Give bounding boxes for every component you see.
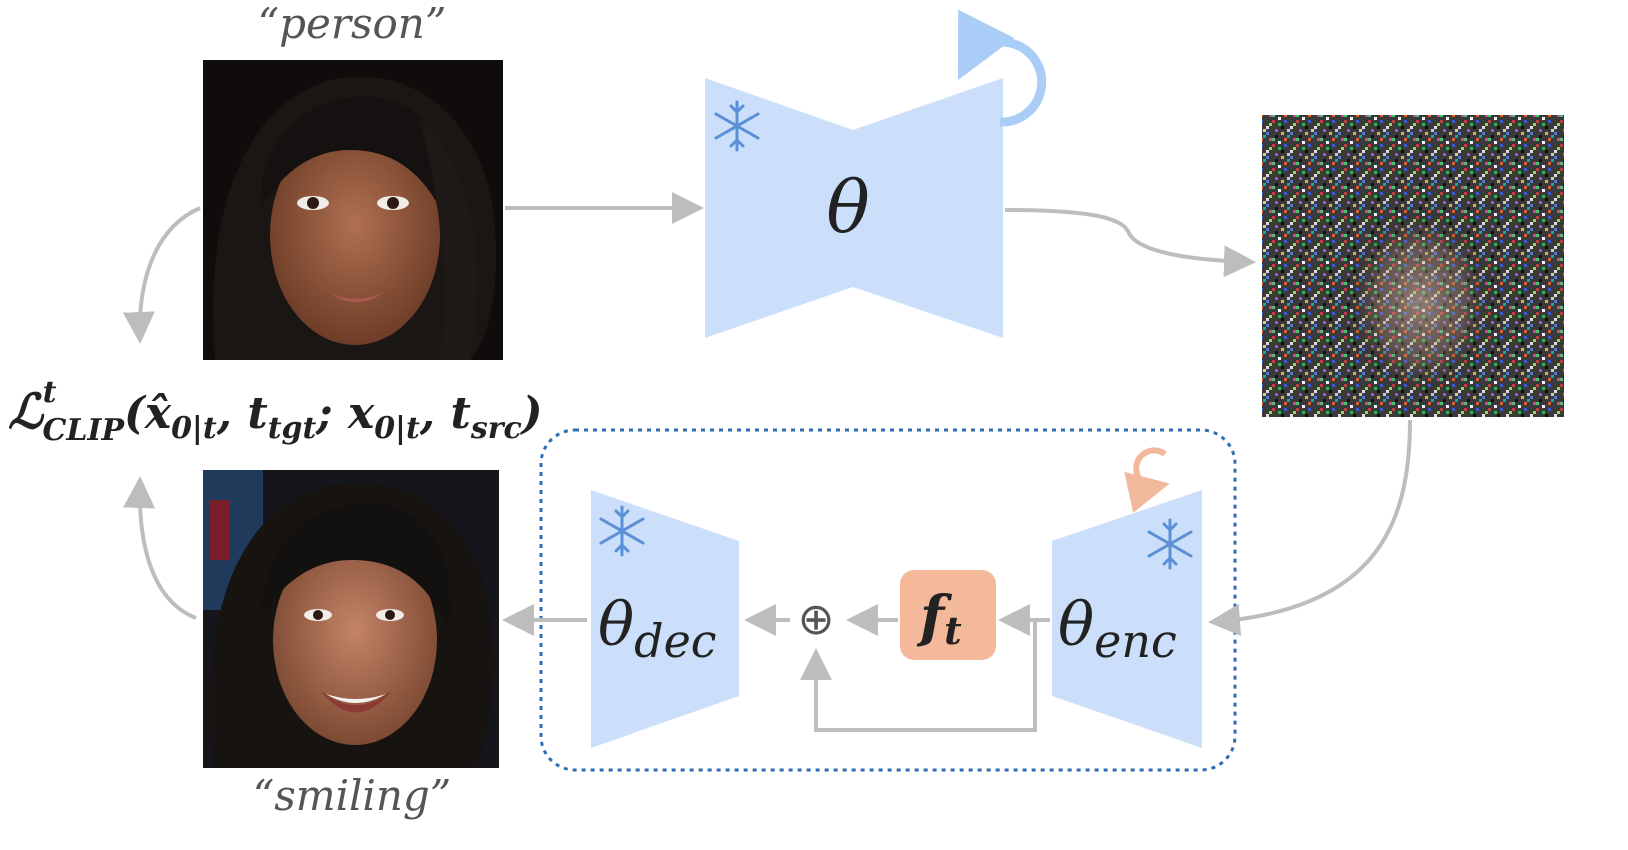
snowflake-icon [599, 505, 645, 557]
snowflake-icon [714, 100, 760, 152]
snowflake-icon [1147, 518, 1193, 570]
caption-smiling: “smiling” [253, 771, 452, 820]
svg-text:ft: ft [916, 584, 962, 653]
refresh-icon [1124, 447, 1170, 513]
theta-enc-block: θenc [1052, 490, 1202, 748]
ft-subscript: t [944, 608, 962, 653]
ft-block: ft [900, 570, 996, 660]
theta-enc-subscript: enc [1094, 614, 1177, 668]
theta-symbol: θ [826, 165, 869, 249]
theta-dec-symbol: θ [598, 590, 634, 660]
theta-enc-symbol: θ [1058, 590, 1094, 660]
theta-block: θ [705, 78, 1003, 338]
svg-text:θenc: θenc [1058, 590, 1177, 668]
refresh-icon [957, 9, 1047, 127]
oplus-symbol: ⊕ [798, 594, 835, 645]
svg-text:θdec: θdec [598, 590, 717, 668]
caption-person: “person” [258, 0, 447, 48]
theta-dec-block: θdec [591, 490, 739, 748]
h-space-region [539, 428, 1237, 772]
arrows [122, 192, 1412, 732]
noisy-image [1262, 115, 1564, 417]
edited-face-image [203, 470, 499, 768]
theta-dec-subscript: dec [634, 614, 716, 668]
source-face-image [203, 60, 503, 361]
